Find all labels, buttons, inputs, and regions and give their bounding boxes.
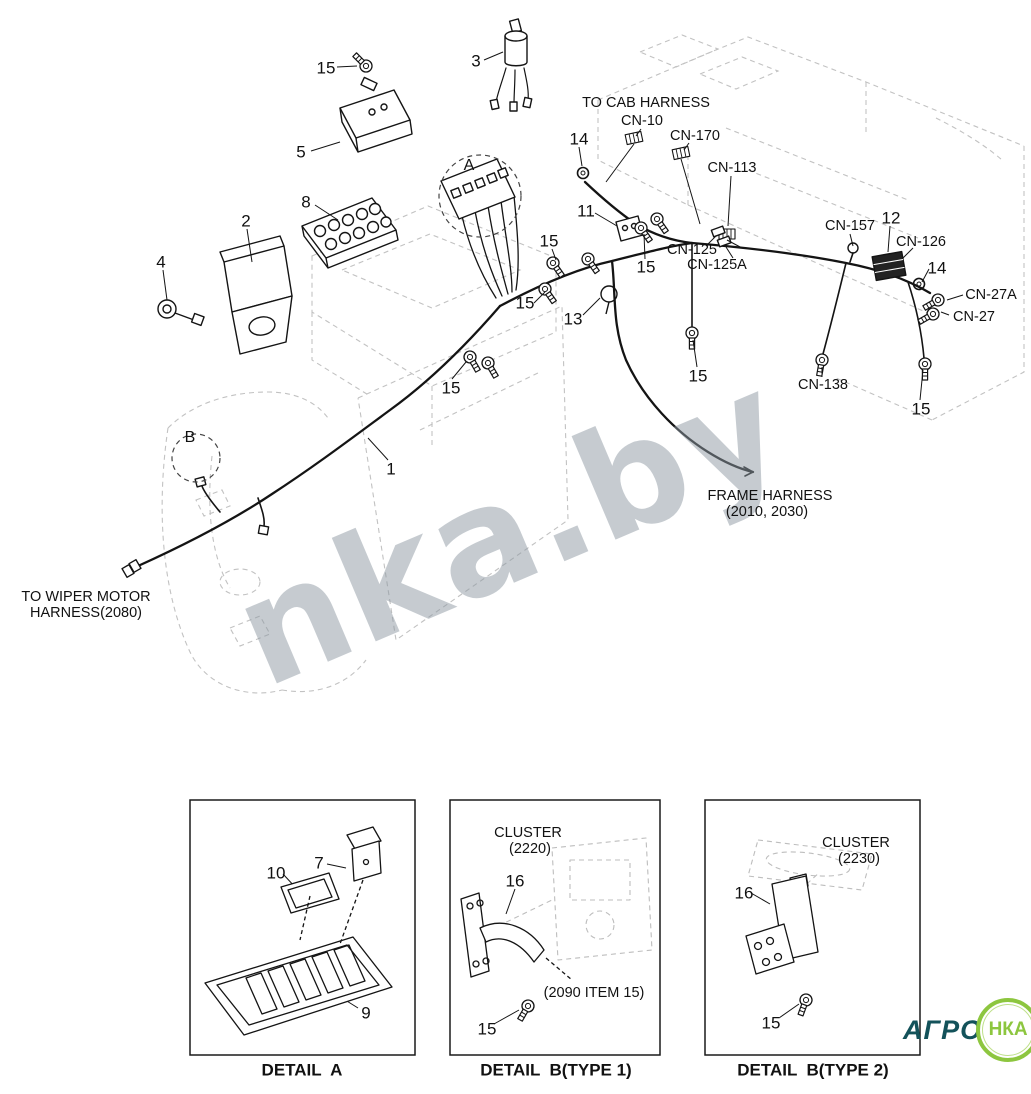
callout-8: 8 <box>301 192 311 212</box>
cn-125-symbol <box>710 225 726 238</box>
note-to-wiper-motor: TO WIPER MOTOR <box>21 588 151 605</box>
connector-label-cn-27a: CN-27A <box>965 286 1017 303</box>
cn-125a-symbol <box>716 235 732 248</box>
callout-5: 5 <box>296 142 306 162</box>
callout-11: 11 <box>577 201 595 221</box>
detail-b2-drawing <box>745 839 873 1018</box>
note-to-cab-harness: TO CAB HARNESS <box>582 94 710 111</box>
detail-marker-b: B <box>184 429 196 446</box>
detail-box-frames <box>189 799 921 1056</box>
detail-b2-callout-15: 15 <box>761 1013 781 1033</box>
logo-circle: НКА <box>976 998 1031 1062</box>
connector-label-cn-27: CN-27 <box>953 308 995 325</box>
callout-15: 15 <box>636 257 656 277</box>
detail-a-caption: DETAIL A <box>261 1060 343 1080</box>
callout-13: 13 <box>563 309 583 329</box>
ring-terminal-left <box>576 166 590 180</box>
detail-a-callout-7: 7 <box>314 853 324 873</box>
bracket-drawing <box>219 235 293 355</box>
note-wiper-harness-num: HARNESS(2080) <box>29 604 143 621</box>
callout-4: 4 <box>156 252 166 272</box>
connector-label-cn-10: CN-10 <box>621 112 663 129</box>
connector-label-cn-126: CN-126 <box>896 233 946 250</box>
clip-bracket-drawing <box>615 215 644 242</box>
logo-text-nka: НКА <box>988 1019 1028 1040</box>
small-switch-drawing <box>157 299 205 327</box>
connector-label-cn-113: CN-113 <box>707 159 757 176</box>
detail-b1-cluster-num: (2220) <box>509 840 551 857</box>
callout-15: 15 <box>911 399 931 419</box>
callout-3: 3 <box>471 51 481 71</box>
switch-panel-drawing <box>440 158 516 220</box>
note-frame-harness-nums: (2010, 2030) <box>725 503 809 520</box>
logo-text-agro: АГРО <box>903 1014 983 1045</box>
callout-12: 12 <box>881 208 901 228</box>
detail-b1-caption: DETAIL B(TYPE 1) <box>480 1060 632 1080</box>
ignition-switch-drawing <box>489 18 533 112</box>
site-logo: АГРО НКА <box>903 998 1031 1062</box>
connector-label-cn-125: CN-125 <box>667 241 717 258</box>
cn-170-flag <box>671 145 691 161</box>
harness-lines <box>136 67 932 568</box>
note-frame-harness: FRAME HARNESS <box>707 487 833 504</box>
detail-a-callout-9: 9 <box>361 1003 371 1023</box>
callout-15: 15 <box>316 58 336 78</box>
connector-label-cn-170: CN-170 <box>670 127 720 144</box>
detail-b2-callout-16: 16 <box>734 883 754 903</box>
relay-box-drawing <box>339 89 413 153</box>
cn-10-flag <box>624 130 644 146</box>
detail-b2-cluster-label: CLUSTER <box>822 834 890 851</box>
connector-label-cn-157: CN-157 <box>825 217 875 234</box>
detail-b1-cluster-label: CLUSTER <box>494 824 562 841</box>
callout-15: 15 <box>539 231 559 251</box>
leader-lines <box>162 51 964 1025</box>
detail-b2-caption: DETAIL B(TYPE 2) <box>737 1060 889 1080</box>
detail-marker-circles <box>171 154 522 483</box>
callout-14: 14 <box>927 258 947 278</box>
detail-marker-a: A <box>463 157 475 174</box>
callout-14: 14 <box>569 129 589 149</box>
callout-15: 15 <box>441 378 461 398</box>
detail-b1-item-note: (2090 ITEM 15) <box>543 984 645 1001</box>
connector-block-drawing <box>871 250 907 282</box>
machine-outline <box>161 34 1025 694</box>
detail-a-drawing <box>204 826 393 1036</box>
clamp-drawing <box>600 285 618 315</box>
detail-b1-callout-15: 15 <box>477 1019 497 1039</box>
callout-15: 15 <box>688 366 708 386</box>
callout-15: 15 <box>515 293 535 313</box>
detail-b1-drawing <box>460 837 653 1024</box>
callout-2: 2 <box>241 211 251 231</box>
detail-b1-callout-16: 16 <box>505 871 525 891</box>
detail-b2-cluster-num: (2230) <box>838 850 880 867</box>
connector-label-cn-125a: CN-125A <box>687 256 747 273</box>
connector-label-cn-138: CN-138 <box>798 376 848 393</box>
component-drawings <box>121 18 947 579</box>
socket-block-drawing <box>301 197 399 269</box>
callout-1: 1 <box>386 459 396 479</box>
detail-a-callout-10: 10 <box>266 863 286 883</box>
cn-157-symbol <box>847 242 859 254</box>
